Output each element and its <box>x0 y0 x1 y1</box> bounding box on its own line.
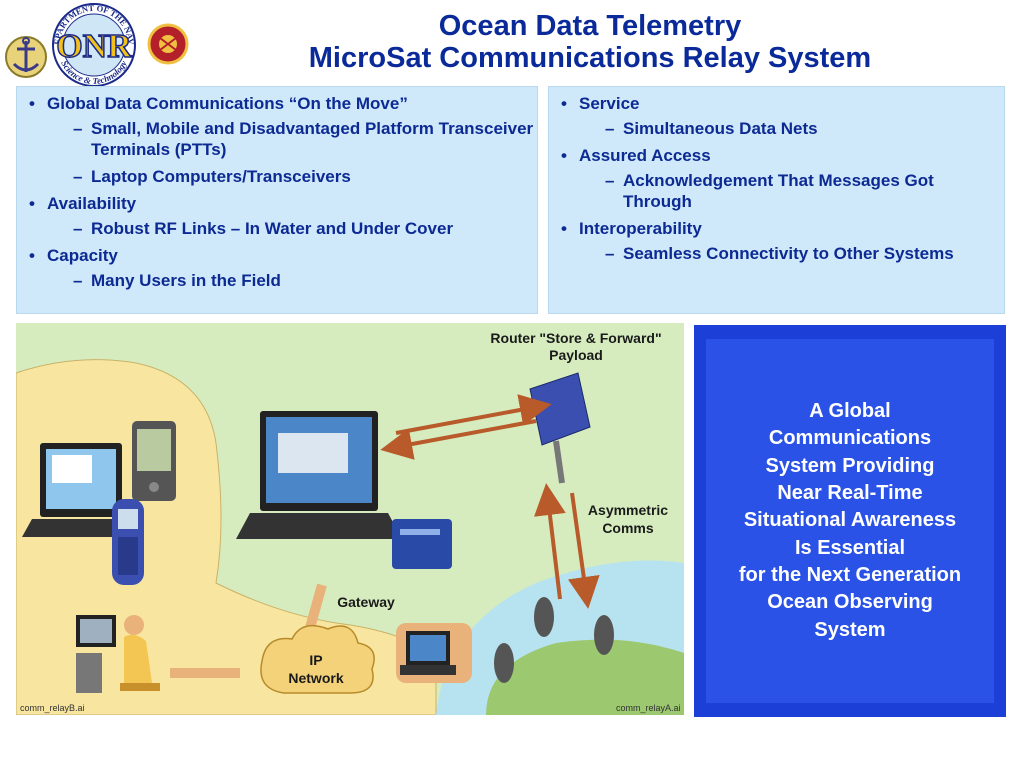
sub-bullet-item: Acknowledgement That Messages Got Throug… <box>605 170 1004 212</box>
ip-network-cloud-icon <box>260 624 375 694</box>
sub-bullet-item: Small, Mobile and Disadvantaged Platform… <box>73 118 537 160</box>
bullet-item: Availability Robust RF Links – In Water … <box>29 193 537 239</box>
right-bullet-list: Service Simultaneous Data Nets Assured A… <box>549 87 1004 264</box>
relay-system-diagram: Router "Store & Forward" Payload Asymmet… <box>16 323 684 715</box>
cell-phone-icon <box>112 499 144 585</box>
uplink-arrow <box>395 394 552 435</box>
callout-line: Situational Awareness <box>743 509 957 532</box>
right-bullet-panel: Service Simultaneous Data Nets Assured A… <box>548 86 1005 314</box>
onr-logo: DEPARTMENT OF THE NAVY Science & Technol… <box>0 0 192 88</box>
callout-line: Ocean Observing <box>767 591 933 614</box>
asymmetric-comm-arrows <box>534 483 600 609</box>
bullet-label: Capacity <box>47 246 118 265</box>
downlink-arrow <box>380 419 537 460</box>
bullet-item: Capacity Many Users in the Field <box>29 245 537 291</box>
pda-icon <box>132 421 176 501</box>
sub-bullet-item: Simultaneous Data Nets <box>605 118 1004 139</box>
router-label-line-2: Payload <box>549 347 603 363</box>
ip-label-line-1: IP <box>309 652 322 668</box>
asym-label-line-1: Asymmetric <box>588 502 668 518</box>
callout-inner: A Global Communications System Providing… <box>706 339 994 703</box>
gateway-label: Gateway <box>337 594 395 610</box>
sub-bullet-item: Seamless Connectivity to Other Systems <box>605 243 1004 264</box>
bullet-label: Interoperability <box>579 219 702 238</box>
file-label-right: comm_relayA.ai <box>616 703 681 713</box>
bullet-label: Assured Access <box>579 146 711 165</box>
callout-line: A Global <box>809 400 891 423</box>
logo-letters: ONR <box>56 28 132 65</box>
bullet-item: Interoperability Seamless Connectivity t… <box>561 218 1004 264</box>
modem-icon <box>392 519 452 569</box>
callout-line: System Providing <box>765 454 935 477</box>
ocean-buoy-icons <box>494 597 614 683</box>
callout-line: Is Essential <box>794 536 906 559</box>
bullet-label: Availability <box>47 194 137 213</box>
asym-down-arrow <box>567 492 600 609</box>
bullet-item: Service Simultaneous Data Nets <box>561 93 1004 139</box>
bullet-label: Service <box>579 94 640 113</box>
left-bullet-list: Global Data Communications “On the Move”… <box>17 87 537 291</box>
callout-line: Near Real-Time <box>777 482 923 505</box>
file-label-left: comm_relayB.ai <box>20 703 85 713</box>
callout-box: A Global Communications System Providing… <box>694 325 1006 717</box>
land-region <box>486 639 684 715</box>
laptop-left-icon <box>22 443 140 537</box>
callout-line: System <box>814 618 886 641</box>
bullet-label: Global Data Communications “On the Move” <box>47 94 408 113</box>
router-link-arrows <box>380 394 552 460</box>
title-line-2: MicroSat Communications Relay System <box>308 42 872 74</box>
callout-line: for the Next Generation <box>738 563 962 586</box>
left-bullet-panel: Global Data Communications “On the Move”… <box>16 86 538 314</box>
callout-line: Communications <box>768 427 932 450</box>
callout-text: A Global Communications System Providing… <box>706 398 994 644</box>
gateway-laptop-icon <box>236 411 402 539</box>
marine-emblem-icon <box>147 23 189 65</box>
ip-label-line-2: Network <box>288 670 343 686</box>
sub-bullet-item: Robust RF Links – In Water and Under Cov… <box>73 218 537 239</box>
sub-bullet-item: Many Users in the Field <box>73 270 537 291</box>
asym-label-line-2: Comms <box>602 520 654 536</box>
bullet-item: Assured Access Acknowledgement That Mess… <box>561 145 1004 212</box>
anchor-emblem-icon <box>5 36 47 78</box>
remote-laptop-icon <box>396 623 472 683</box>
satellite-icon <box>529 372 591 484</box>
title-line-1: Ocean Data Telemetry <box>438 10 742 42</box>
router-label-line-1: Router "Store & Forward" <box>490 330 661 346</box>
desktop-user-icon <box>76 615 160 693</box>
asym-up-arrow <box>534 483 566 600</box>
sub-bullet-item: Laptop Computers/Transceivers <box>73 166 537 187</box>
page-title: Ocean Data Telemetry MicroSat Communicat… <box>200 10 980 74</box>
bullet-item: Global Data Communications “On the Move”… <box>29 93 537 187</box>
